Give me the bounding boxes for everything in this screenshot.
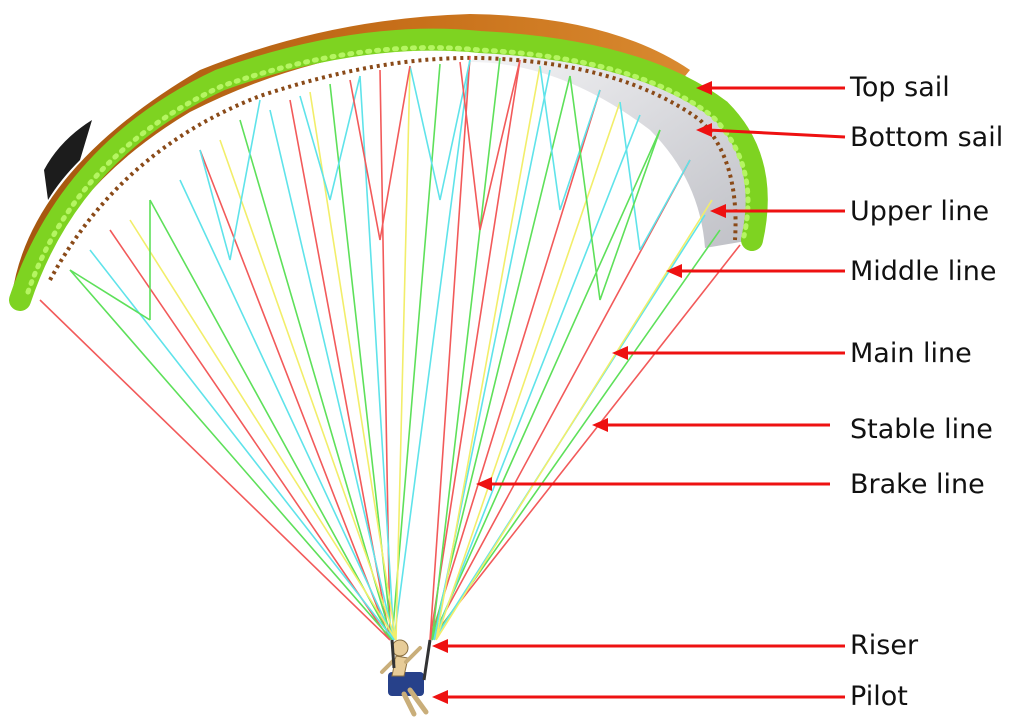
label-riser: Riser xyxy=(850,630,919,661)
callout-arrows xyxy=(432,81,846,704)
label-stable-line: Stable line xyxy=(850,414,993,445)
suspension-lines xyxy=(39,55,741,641)
arrowhead-brake-line xyxy=(476,477,492,491)
line-yellow xyxy=(435,65,713,641)
arrowhead-main-line xyxy=(612,346,628,360)
line-red xyxy=(39,69,391,641)
pilot-legs xyxy=(401,687,429,717)
top-sail-dark-panel xyxy=(44,120,92,200)
label-brake-line: Brake line xyxy=(850,469,985,500)
line-yellow xyxy=(129,65,411,641)
canopy xyxy=(9,14,768,311)
arrowhead-riser xyxy=(432,639,448,653)
label-upper-line: Upper line xyxy=(850,196,990,227)
label-top-sail: Top sail xyxy=(850,72,950,103)
line-red xyxy=(349,59,521,241)
pilot xyxy=(380,639,432,717)
arrowhead-top-sail xyxy=(696,81,712,95)
arrow-bottom-sail xyxy=(707,128,846,139)
arrowhead-bottom-sail xyxy=(696,123,712,137)
harness-seat xyxy=(388,672,424,696)
arrowhead-pilot xyxy=(432,690,448,704)
pilot-body xyxy=(391,655,409,677)
label-middle-line: Middle line xyxy=(850,256,997,287)
trailing-edge xyxy=(48,55,738,281)
line-red xyxy=(429,55,741,641)
arrowhead-middle-line xyxy=(666,264,682,278)
line-green xyxy=(69,63,441,641)
top-sail-surface xyxy=(12,14,690,300)
riser-straps xyxy=(390,639,432,681)
line-green xyxy=(431,57,721,641)
label-main-line: Main line xyxy=(850,338,972,369)
line-green xyxy=(69,75,661,321)
arrowhead-upper-line xyxy=(710,204,726,218)
label-bottom-sail: Bottom sail xyxy=(850,122,1004,153)
bottom-sail-surface xyxy=(470,52,756,248)
arrowhead-stable-line xyxy=(592,418,608,432)
line-cyan xyxy=(89,59,471,641)
leading-edge xyxy=(9,28,768,311)
pilot-arms xyxy=(380,646,422,674)
leading-edge-highlight xyxy=(25,45,751,295)
label-pilot: Pilot xyxy=(850,681,908,712)
